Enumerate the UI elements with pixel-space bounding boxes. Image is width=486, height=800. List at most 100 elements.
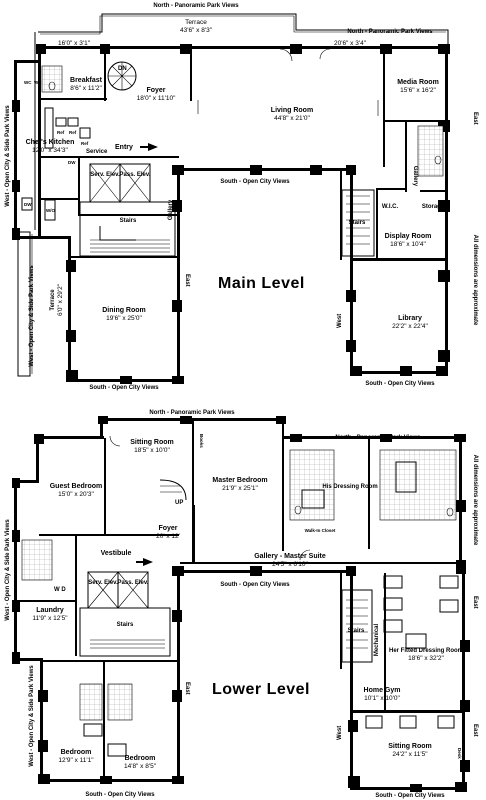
kitchen-dim: 12'0" x 34'3" [32, 147, 68, 154]
main-level-plan [12, 13, 450, 384]
walk-in-closet-label: Walk-In Closet [305, 528, 336, 533]
bedroom-2-dim: 14'8" x 8'5" [124, 763, 157, 770]
view-west-side-top-main: West - Open City & Side Park Views [5, 105, 11, 207]
dn-label: DN [118, 66, 127, 72]
mechanical-label: Mechanical [374, 624, 380, 657]
sitting-room-top-label: Sitting Room [130, 439, 174, 446]
bedroom-1-dim: 12'9" x 11'1" [58, 757, 94, 764]
library-label: Library [398, 315, 422, 322]
laundry-dim: 11'9" x 12'5" [32, 615, 68, 622]
gallery-master-suite-label: Gallery - Master Suite [254, 553, 326, 560]
view-north-main: North - Panoramic Park Views [153, 3, 239, 9]
view-west-side-bottom-main: West - Open City & Side Park Views [29, 265, 35, 367]
her-dressing-room-dim: 18'6" x 32'2" [408, 655, 444, 662]
terrace-west-dim: 6'0" x 29'2" [57, 283, 64, 316]
terrace-top-label: Terrace [185, 19, 207, 26]
ref-label-2: Ref [69, 130, 77, 135]
serv-elev-label-main: Serv. Elev. [90, 172, 120, 178]
stairs-core-label-main: Stairs [120, 218, 137, 224]
sitting-room-bottom-dim: 24'2" x 11'5" [392, 751, 428, 758]
library-dim: 22'2" x 22'4" [392, 323, 428, 330]
living-room-dim: 44'8" x 21'0" [274, 115, 310, 122]
bedroom-1-label: Bedroom [61, 749, 92, 756]
view-south-bottom-lower: South - Open City Views [85, 792, 155, 798]
sitting-room-bottom-label: Sitting Room [388, 743, 432, 750]
ref-label-1: Ref [57, 130, 65, 135]
view-east-2-lower: East [184, 682, 190, 695]
view-west-side-bottom-lower: West - Open City & Side Park Views [29, 665, 35, 767]
wc-label-1: WC [24, 80, 32, 85]
wo-label: W/O [46, 208, 55, 213]
view-south-right-lower: South - Open City Views [375, 793, 445, 799]
view-east-1-lower: East [472, 596, 478, 609]
master-bedroom-dim: 21'9" x 25'1" [222, 485, 258, 492]
master-bedroom-label: Master Bedroom [212, 477, 267, 484]
desk-label: Desk [457, 748, 462, 759]
view-south-center-lower: South - Open City Views [220, 582, 290, 588]
service-label: Service [86, 149, 108, 155]
gallery-main-left: Gallery [168, 199, 174, 220]
storage-label: Storage [422, 204, 445, 210]
breakfast-dim: 8'6" x 11'2" [70, 85, 102, 92]
terrace-left-dim: 16'0" x 3'1" [58, 40, 91, 47]
kitchen-label: Chef's Kitchen [26, 139, 75, 146]
view-south-center-main: South - Open City Views [220, 179, 290, 185]
display-room-label: Display Room [385, 233, 432, 240]
guest-bedroom-label: Guest Bedroom [50, 483, 103, 490]
approx-note-main: All dimensions are approximate [472, 235, 478, 326]
main-level-labels: Main Level North - Panoramic Park Views … [5, 3, 478, 391]
dw-label-2: DW [24, 202, 32, 207]
bedroom-2-label: Bedroom [125, 755, 156, 762]
terrace-top-dim: 43'6" x 8'3" [180, 27, 213, 34]
view-north-right-main: North - Panoramic Park Views [347, 29, 433, 35]
up-label: UP [175, 500, 183, 506]
dw-label-1: DW [68, 160, 76, 165]
serv-elev-label-lower: Serv. Elev. [88, 580, 118, 586]
wic-label: W.I.C. [382, 204, 399, 210]
view-south-right-main: South - Open City Views [365, 381, 435, 387]
view-west-side-top-lower: West - Open City & Side Park Views [5, 519, 11, 621]
view-east-mid-main: East [184, 274, 190, 287]
view-north-lower: North - Panoramic Park Views [149, 410, 235, 416]
laundry-label: Laundry [36, 607, 64, 614]
view-east-3-lower: East [472, 724, 478, 737]
wc-label-2: WC [34, 80, 42, 85]
home-gym-label: Home Gym [364, 687, 401, 694]
gallery-main-right: Gallery [412, 166, 418, 187]
terrace-west-label: Terrace [50, 289, 56, 311]
ref-label-3: Ref [81, 141, 89, 146]
display-room-dim: 18'6" x 10'4" [390, 241, 426, 248]
guest-bedroom-dim: 15'0" x 20'3" [58, 491, 94, 498]
stairs-right-label-lower: Stairs [348, 628, 365, 634]
dining-room-label: Dining Room [102, 307, 146, 314]
lower-level-labels: Lower Level North - Panoramic Park Views… [5, 410, 478, 799]
main-level-title: Main Level [218, 275, 305, 292]
stairs-right-label-main: Stairs [349, 220, 366, 226]
media-room-label: Media Room [397, 79, 439, 86]
foyer-main-label: Foyer [146, 87, 165, 94]
lower-level-plan [12, 416, 470, 792]
pass-elev-label-main: Pass. Elev. [120, 172, 151, 178]
terrace-right-dim: 20'6" x 3'4" [334, 40, 367, 47]
view-west-main: West [337, 314, 343, 328]
stairs-core-label-lower: Stairs [117, 622, 134, 628]
living-room-label: Living Room [271, 107, 313, 114]
breakfast-label: Breakfast [70, 77, 103, 84]
view-west-lower: West [337, 726, 343, 740]
her-dressing-room-label: Her Fitted Dressing Room [389, 648, 463, 654]
view-north-right-lower: North - Panoramic Park Views [335, 435, 421, 441]
sitting-room-top-dim: 18'5" x 10'0" [134, 447, 170, 454]
view-south-bottom-main: South - Open City Views [89, 385, 159, 391]
foyer-lower-dim: 20' x 12' [156, 533, 180, 540]
foyer-main-dim: 18'0" x 11'10" [137, 95, 176, 102]
pass-elev-label-lower: Pass. Elev. [118, 580, 149, 586]
gallery-master-suite-dim: 24'5" x 6'10" [272, 561, 308, 568]
approx-note-lower: All dimensions are approximate [472, 455, 478, 546]
foyer-lower-label: Foyer [158, 525, 177, 532]
books-label: Books [199, 434, 204, 448]
dining-room-dim: 19'6" x 25'0" [106, 315, 142, 322]
entry-label: Entry [115, 144, 133, 151]
his-dressing-room-label: His Dressing Room [322, 484, 377, 490]
washer-dryer-label: W D [54, 587, 66, 593]
